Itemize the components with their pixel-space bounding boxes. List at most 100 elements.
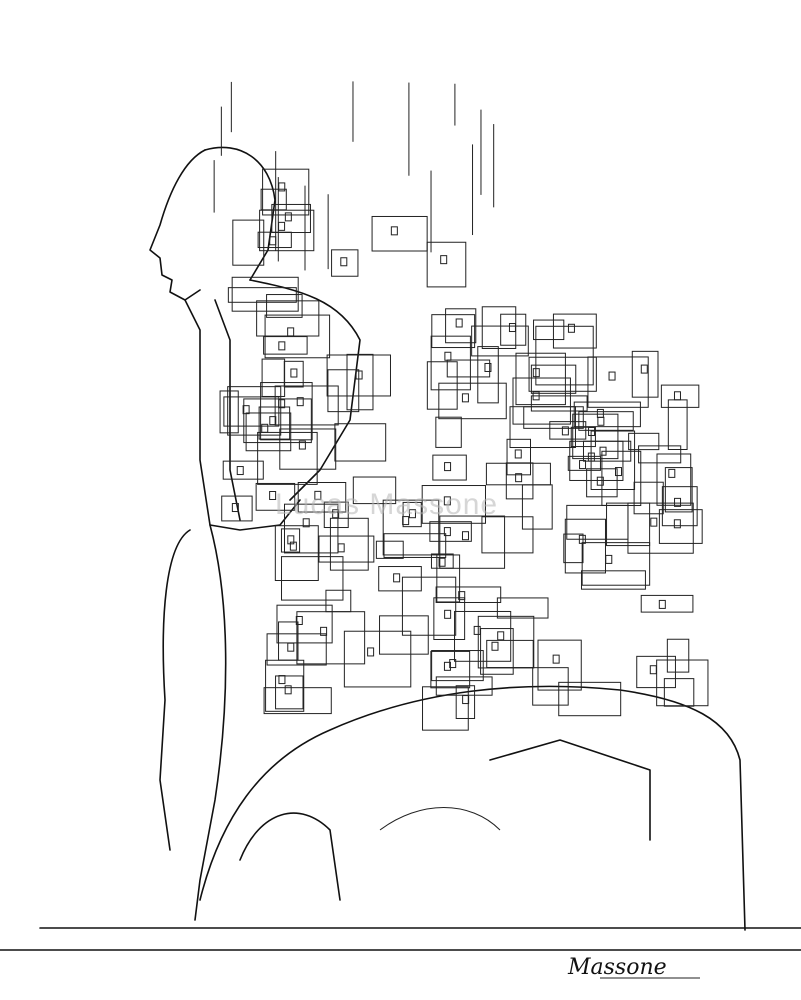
window (269, 416, 277, 426)
building (433, 597, 466, 640)
window (461, 393, 469, 403)
window (597, 416, 605, 426)
building (257, 431, 318, 485)
building (329, 517, 369, 571)
artist-signature: Massone (568, 955, 667, 980)
building (325, 589, 352, 613)
window (438, 557, 446, 567)
building (481, 516, 534, 554)
building (530, 395, 588, 412)
building (656, 659, 709, 707)
building (421, 485, 486, 524)
building (261, 358, 286, 397)
building (401, 576, 457, 636)
window (287, 642, 295, 652)
building (259, 209, 315, 252)
building (528, 356, 597, 392)
window (449, 659, 457, 669)
building (496, 597, 549, 619)
building (439, 515, 506, 569)
building (580, 570, 646, 590)
building (265, 659, 305, 712)
building (430, 650, 471, 689)
building (537, 639, 582, 691)
building (552, 313, 597, 349)
watermark-text: Lucas Massone (275, 488, 499, 521)
building (563, 533, 584, 564)
window (515, 473, 523, 483)
building (530, 364, 577, 394)
building (279, 428, 337, 470)
window (674, 497, 682, 507)
building (480, 628, 514, 675)
window (278, 675, 286, 685)
window (302, 518, 310, 528)
window (552, 654, 560, 664)
building (481, 306, 517, 349)
window (532, 368, 540, 378)
window (668, 468, 676, 478)
window (408, 509, 416, 519)
building (431, 650, 484, 682)
window (443, 661, 451, 671)
window (444, 351, 452, 361)
ground-lines (0, 927, 801, 979)
window (278, 399, 286, 409)
building (454, 610, 512, 662)
building (255, 482, 296, 511)
window (332, 509, 340, 519)
building (558, 681, 622, 717)
building (512, 377, 571, 425)
face-profile (149, 149, 206, 301)
building (586, 468, 618, 498)
window (484, 362, 492, 372)
building (661, 486, 698, 527)
building (564, 518, 606, 574)
back-and-seat (159, 529, 191, 851)
building (446, 359, 491, 378)
window (649, 665, 657, 675)
window (269, 491, 277, 501)
building (227, 386, 282, 436)
window (320, 626, 328, 636)
building (667, 399, 688, 450)
building (219, 390, 239, 434)
building (567, 455, 601, 471)
building (327, 369, 360, 413)
building (533, 319, 565, 341)
building (471, 325, 529, 357)
building (331, 249, 359, 277)
window (287, 327, 295, 337)
building (275, 675, 304, 710)
building (243, 398, 312, 444)
building (431, 314, 476, 349)
building (222, 460, 264, 480)
building (587, 356, 649, 408)
building (264, 314, 331, 359)
building (429, 521, 472, 542)
building (432, 454, 467, 481)
building (435, 586, 502, 603)
window (314, 490, 322, 500)
building (486, 639, 534, 669)
building (505, 462, 534, 500)
building (318, 535, 375, 563)
building (266, 294, 303, 318)
building (346, 353, 374, 411)
building (430, 335, 471, 391)
window (462, 695, 470, 705)
building (660, 384, 700, 408)
window (236, 466, 244, 476)
building (656, 453, 692, 506)
leg (194, 524, 227, 921)
window (440, 255, 448, 265)
building (628, 432, 660, 451)
building (382, 499, 440, 556)
building (631, 350, 659, 398)
building (383, 533, 447, 558)
window (615, 467, 623, 477)
window (640, 364, 648, 374)
window (514, 449, 522, 459)
building (578, 411, 634, 431)
